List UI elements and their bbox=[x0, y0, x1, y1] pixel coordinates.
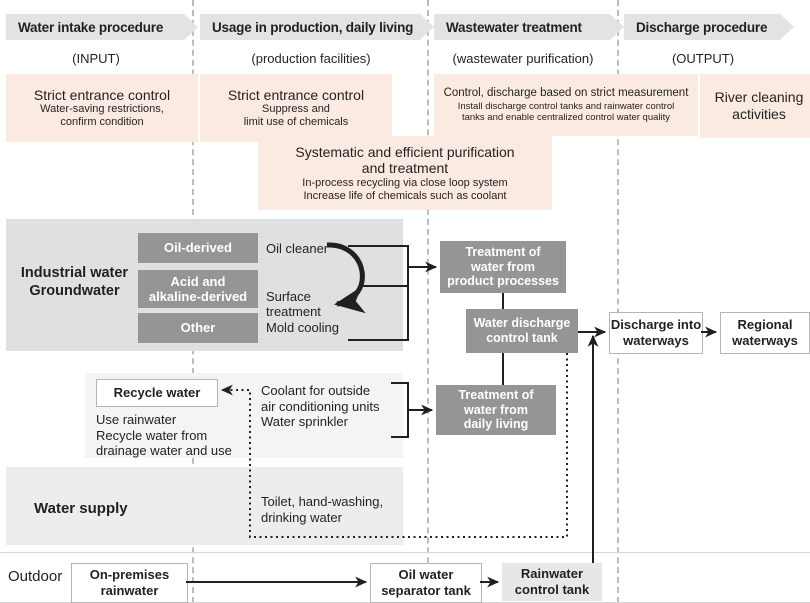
column-header-discharge: Discharge procedure bbox=[624, 14, 794, 40]
use-toilet-drinking: Toilet, hand-washing, drinking water bbox=[261, 494, 383, 525]
callout-usage: Strict entrance control Suppress and lim… bbox=[200, 74, 392, 142]
oil-water-separator-tank-box: Oil water separator tank bbox=[370, 563, 482, 603]
regional-waterways-box: Regional waterways bbox=[720, 312, 810, 354]
use-line-2: drinking water bbox=[261, 509, 342, 525]
water-supply-text: Water supply bbox=[34, 500, 128, 517]
use-line-3: Water sprinkler bbox=[261, 414, 348, 430]
discharge-into-waterways-box: Discharge into waterways bbox=[609, 312, 703, 354]
output-label: Regional waterways bbox=[732, 317, 798, 348]
callout-line-1: In-process recycling via close loop syst… bbox=[302, 176, 508, 189]
column-header-usage: Usage in production, daily living bbox=[200, 14, 434, 40]
callout-line-2: activities bbox=[732, 106, 786, 122]
source-type-other: Other bbox=[138, 313, 258, 343]
recycle-water-label: Recycle water bbox=[113, 385, 201, 401]
column-header-label: Usage in production, daily living bbox=[212, 19, 414, 35]
column-subtitle-discharge: (OUTPUT) bbox=[671, 51, 735, 66]
outdoor-divider-top bbox=[0, 552, 810, 553]
callout-line-2: Increase life of chemicals such as coola… bbox=[303, 189, 507, 202]
source-label-line-1: Industrial water bbox=[20, 265, 129, 281]
use-label: Mold cooling bbox=[266, 320, 339, 335]
callout-title: Strict entrance control bbox=[33, 86, 171, 103]
recycle-line-3: drainage water and use bbox=[96, 443, 232, 459]
use-line-1: Toilet, hand-washing, bbox=[261, 494, 384, 509]
callout-line-1: Install discharge control tanks and rain… bbox=[457, 100, 675, 112]
recycle-line-2: Recycle water from bbox=[96, 427, 208, 443]
column-header-label: Water intake procedure bbox=[18, 19, 164, 35]
water-discharge-control-tank-box: Water discharge control tank bbox=[466, 309, 578, 353]
source-type-acid-alkaline: Acid and alkaline-derived bbox=[138, 270, 258, 308]
treatment-product-processes-box: Treatment of water from product processe… bbox=[440, 241, 566, 293]
treatment-label: Water discharge control tank bbox=[473, 316, 571, 345]
outdoor-text: Outdoor bbox=[8, 568, 63, 585]
source-label-line-2: Groundwater bbox=[29, 282, 120, 299]
callout-line-1: River cleaning bbox=[714, 89, 804, 106]
callout-line-2: limit use of chemicals bbox=[243, 116, 349, 129]
treatment-label: Treatment of water from product processe… bbox=[447, 244, 559, 289]
chip-label: Other bbox=[180, 320, 216, 336]
column-header-label: Wastewater treatment bbox=[446, 19, 582, 35]
use-coolant-sprinkler: Coolant for outside air conditioning uni… bbox=[261, 383, 380, 430]
column-subtitle-usage: (production facilities) bbox=[251, 51, 371, 66]
use-line-1: Coolant for outside bbox=[261, 383, 371, 398]
treatment-daily-living-box: Treatment of water from daily living bbox=[436, 385, 556, 435]
outdoor-box-label: Rainwater control tank bbox=[514, 566, 590, 597]
outdoor-box-label: On-premises rainwater bbox=[89, 567, 170, 598]
column-subtitle-intake: (INPUT) bbox=[72, 51, 120, 66]
water-supply-label: Water supply bbox=[34, 500, 128, 518]
outdoor-label: Outdoor bbox=[8, 568, 62, 586]
output-label: Discharge into waterways bbox=[610, 317, 702, 348]
callout-title-line-1: Systematic and efficient purification bbox=[295, 143, 515, 160]
callout-systematic-purification: Systematic and efficient purification an… bbox=[258, 136, 552, 210]
recycle-water-box: Recycle water bbox=[96, 379, 218, 407]
callout-title: Control, discharge based on strict measu… bbox=[443, 87, 689, 100]
outdoor-box-label: Oil water separator tank bbox=[381, 567, 471, 598]
callout-discharge: River cleaning activities bbox=[700, 74, 810, 138]
column-header-label: Discharge procedure bbox=[636, 19, 768, 35]
callout-line-1: Suppress and bbox=[262, 103, 330, 116]
source-type-oil-derived: Oil-derived bbox=[138, 233, 258, 263]
callout-title: Strict entrance control bbox=[227, 86, 365, 103]
use-line-2: air conditioning units bbox=[261, 398, 380, 414]
recycle-line-1: Use rainwater bbox=[96, 412, 177, 427]
column-header-water-intake: Water intake procedure bbox=[6, 14, 198, 40]
callout-line-2: confirm condition bbox=[60, 116, 144, 129]
callout-title-line-2: and treatment bbox=[361, 160, 449, 177]
column-header-wastewater: Wastewater treatment bbox=[434, 14, 624, 40]
treatment-label: Treatment of water from daily living bbox=[458, 387, 534, 432]
callout-intake: Strict entrance control Water-saving res… bbox=[6, 74, 198, 142]
column-subtitle-wastewater: (wastewater purification) bbox=[452, 51, 594, 66]
use-label: Surface treatment bbox=[266, 288, 321, 320]
callout-line-1: Water-saving restrictions, bbox=[40, 103, 164, 116]
source-label: Industrial water Groundwater bbox=[12, 265, 137, 300]
chip-label: Oil-derived bbox=[164, 240, 232, 256]
use-surface-treatment: Surface treatment bbox=[266, 273, 321, 320]
rainwater-control-tank-box: Rainwater control tank bbox=[502, 563, 602, 601]
chip-label: Acid and alkaline-derived bbox=[148, 273, 248, 304]
callout-wastewater: Control, discharge based on strict measu… bbox=[434, 74, 698, 136]
on-premises-rainwater-box: On-premises rainwater bbox=[71, 563, 188, 603]
callout-line-2: tanks and enable centralized control wat… bbox=[461, 111, 671, 123]
use-mold-cooling: Mold cooling bbox=[266, 320, 339, 336]
recycle-water-description: Use rainwater Recycle water from drainag… bbox=[96, 412, 232, 459]
use-label: Oil cleaner bbox=[266, 241, 329, 256]
use-oil-cleaner: Oil cleaner bbox=[266, 241, 328, 257]
column-separator-2 bbox=[427, 0, 429, 603]
column-separator-3 bbox=[617, 0, 619, 603]
